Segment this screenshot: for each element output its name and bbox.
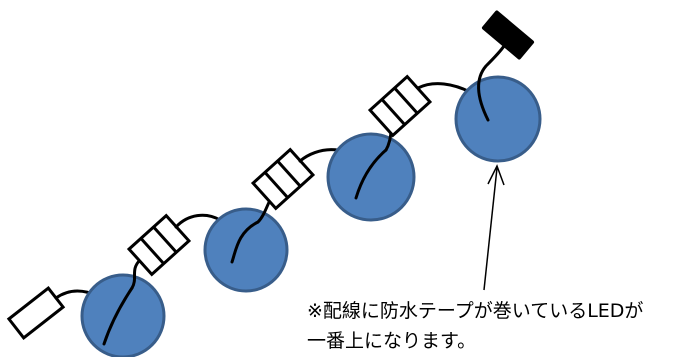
- caption-line-1: ※配線に防水テープが巻いているLEDが: [307, 300, 644, 322]
- led-4-lead: [477, 44, 506, 122]
- pointer-line: [483, 167, 498, 291]
- top-plug: [481, 10, 535, 60]
- led-3-lead: [354, 148, 388, 200]
- led-1: [80, 273, 166, 357]
- led-2: [203, 207, 289, 293]
- led-2-lead: [230, 220, 260, 264]
- led-3: [326, 132, 416, 222]
- caption: ※配線に防水テープが巻いているLEDが 一番上になります。: [307, 296, 643, 356]
- connector-2: [250, 147, 316, 211]
- caption-line-2: 一番上になります。: [307, 330, 477, 352]
- end-connector-bottom: [6, 286, 66, 340]
- pointer-arrowhead: [487, 164, 505, 186]
- led-4-top: [454, 75, 542, 163]
- led-1-lead: [102, 286, 134, 346]
- connector-1: [126, 213, 192, 277]
